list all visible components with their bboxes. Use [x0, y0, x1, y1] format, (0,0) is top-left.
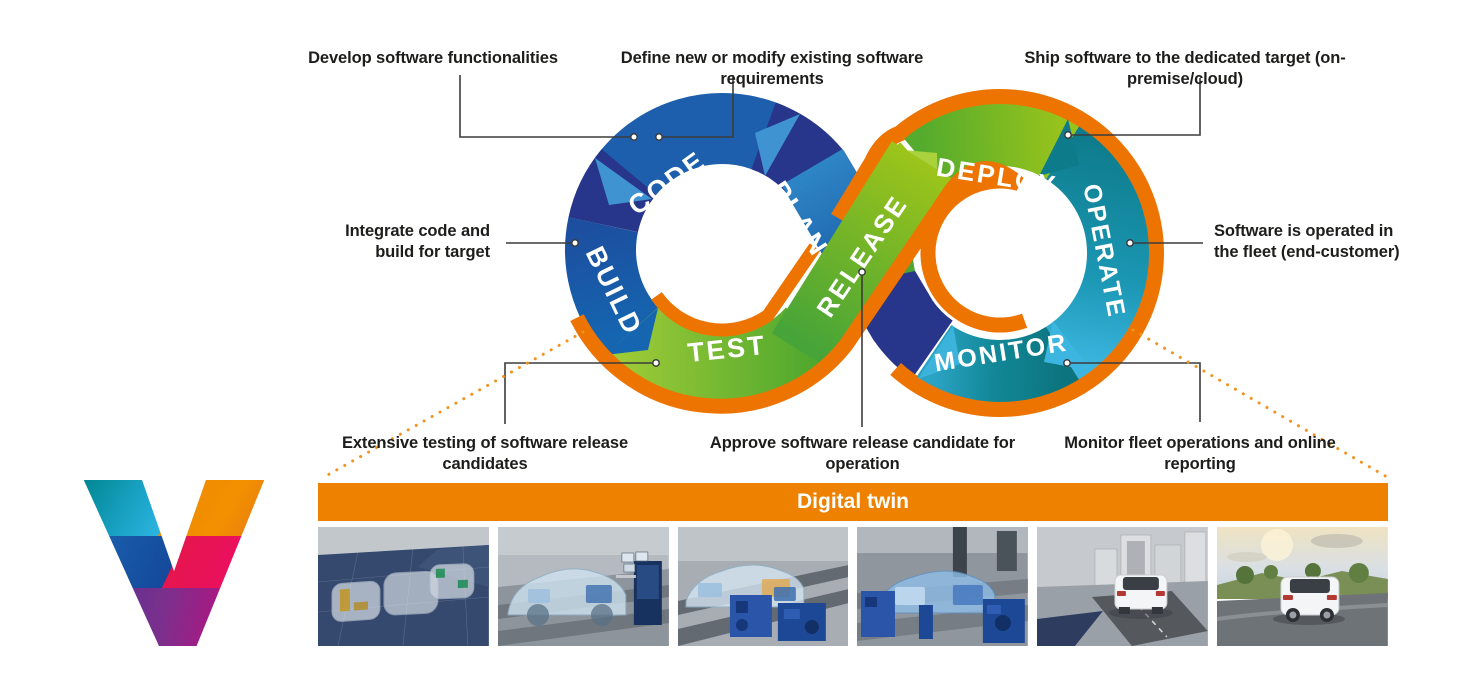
annotation-line: Integrate code and — [345, 222, 490, 240]
connector-dot — [1064, 131, 1072, 139]
connector-dot — [1063, 359, 1071, 367]
image-vehicle-on-dyno-side — [857, 527, 1029, 646]
connector-ship — [1072, 78, 1201, 136]
chevron-monitor-icon — [918, 325, 960, 379]
band-release — [771, 141, 953, 371]
image-virtual-vehicle-test-bench — [497, 527, 669, 646]
orange-rim-right — [831, 89, 1164, 417]
dotted-guide-right — [1131, 328, 1389, 479]
connector-dot — [630, 133, 638, 141]
real-road-scene — [1217, 527, 1388, 646]
connector-dot — [858, 268, 866, 276]
image-vehicle-on-dyno-front — [677, 527, 849, 646]
annotation-integrate: Integrate code and build for target — [320, 221, 490, 263]
virtual-city-scene — [1037, 527, 1209, 646]
test-bench-scene — [497, 527, 669, 646]
annotation-operated: Software is operated in the fleet (end-c… — [1214, 221, 1424, 263]
annotation-testing: Extensive testing of software release ca… — [341, 434, 629, 473]
band-deploy — [904, 104, 1079, 187]
annotation-define: Define new or modify existing software r… — [620, 49, 924, 88]
image-vehicle-on-real-road — [1217, 527, 1388, 646]
orange-stripe-inner-left — [651, 243, 821, 337]
digital-twin-image-strip — [318, 527, 1388, 646]
connector-testing — [504, 362, 656, 424]
image-virtual-chassis-models — [318, 527, 489, 646]
connector-dot — [1126, 239, 1134, 247]
band-operate — [1045, 126, 1149, 380]
connector-dot — [652, 359, 660, 367]
chevron-build-icon — [595, 158, 652, 205]
connector-dot — [655, 133, 663, 141]
build-arrow-tip-icon — [605, 308, 658, 355]
connector-develop — [459, 75, 630, 138]
connector-monitoring — [1067, 362, 1201, 422]
annotation-line: the fleet (end-customer) — [1214, 243, 1400, 261]
connector-dot — [571, 239, 579, 247]
annotation-monitoring: Monitor fleet operations and online repo… — [1064, 434, 1336, 473]
annotation-line: Software is operated in — [1214, 222, 1394, 240]
image-vehicle-in-virtual-city — [1037, 527, 1209, 646]
dyno-front-scene — [677, 527, 849, 646]
annotation-line: build for target — [375, 243, 490, 261]
chevron-code-icon — [755, 114, 800, 176]
dyno-side-scene — [857, 527, 1029, 646]
digital-twin-banner: Digital twin — [318, 483, 1388, 521]
connector-define — [663, 75, 734, 138]
annotation-ship: Ship software to the dedicated target (o… — [1024, 49, 1346, 88]
operate-arrow-tip-icon — [1044, 321, 1092, 371]
annotation-develop: Develop software functionalities — [308, 49, 558, 67]
orange-rim-left — [570, 161, 1028, 414]
band-code — [591, 93, 786, 203]
band-build — [565, 217, 659, 356]
annotation-approve: Approve software release candidate for o… — [709, 434, 1016, 473]
virtual-chassis-scene — [318, 527, 489, 646]
